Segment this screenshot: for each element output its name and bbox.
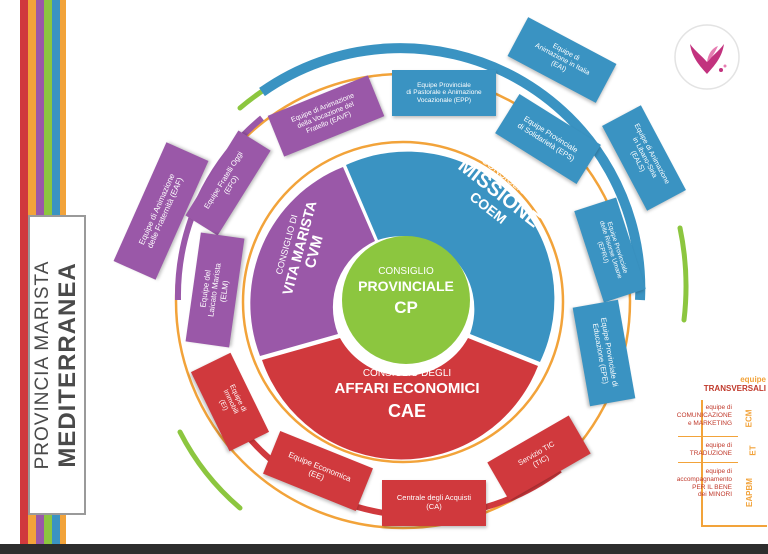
ca-l2: (CA) (426, 502, 442, 511)
epp-l2: di Pastorale e Animazione (406, 89, 482, 97)
transversal-abbr-eapbm: EAPBM (745, 478, 755, 507)
equipe-ca: Centrale degli Acquisti(CA) (382, 480, 486, 526)
transversal-title-line2: TRANSVERSALI (703, 383, 766, 393)
et-l1: equipe di (705, 442, 732, 449)
transversal-abbr-ecm: ECM (744, 409, 754, 428)
center-line2: PROVINCIALE (358, 277, 454, 294)
center-label: CONSIGLIO PROVINCIALE CP (346, 266, 466, 317)
ecm-l1: equipe di (705, 404, 732, 411)
epp-l1: Equipe Provinciale (417, 81, 471, 89)
affari-line1: CONSIGLIO DEGLI (362, 368, 452, 379)
vita-sector (250, 167, 375, 356)
eapbm-l1: equipe di (705, 468, 732, 475)
affari-label: CONSIGLIO DEGLI AFFARI ECONOMICI CAE (312, 368, 502, 421)
inner-orange-ring (241, 140, 565, 464)
transversal-abbr-et: ET (748, 445, 758, 456)
eapbm-l4: dei MINORI (698, 491, 732, 499)
stripe-red (20, 0, 28, 554)
transversal-item-et: equipe di TRADUZIONE (622, 442, 732, 458)
affari-line3: CAE (387, 400, 426, 421)
transversal-title-line1: equipe (740, 375, 766, 384)
ca-l1: Centrale degli Acquisti (396, 493, 472, 503)
transversal-bracket (701, 400, 767, 527)
affari-line2: AFFARI ECONOMICI (334, 379, 480, 397)
transversal-sep-2 (678, 462, 738, 463)
missione-sector (346, 151, 555, 362)
center-circle (342, 236, 470, 364)
eapbm-l2: accompagnamento (676, 475, 732, 483)
transversal-item-eapbm: equipe di accompagnamento PER IL BENE de… (622, 468, 732, 499)
center-line3: CP (394, 297, 418, 317)
affari-sector (262, 338, 538, 460)
et-l2: TRADUZIONE (689, 449, 732, 457)
transversal-title: equipe TRANSVERSALI (676, 375, 766, 394)
marist-logo-icon (674, 24, 740, 90)
blue-outer-arc (259, 43, 646, 301)
center-line1: CONSIGLIO (378, 266, 434, 277)
transversal-item-ecm: equipe di COMUNICAZIONE e MARKETING (622, 404, 732, 427)
eapbm-l3: PER IL BENE (692, 483, 732, 491)
ecm-l2: COMUNICAZIONE (676, 411, 732, 419)
bottom-bar (0, 544, 768, 554)
ecm-l3: e MARKETING (687, 419, 732, 427)
title-plate (28, 215, 86, 515)
epp-l3: Vocazionale (EPP) (416, 96, 472, 104)
transversal-sep-1 (678, 436, 738, 437)
